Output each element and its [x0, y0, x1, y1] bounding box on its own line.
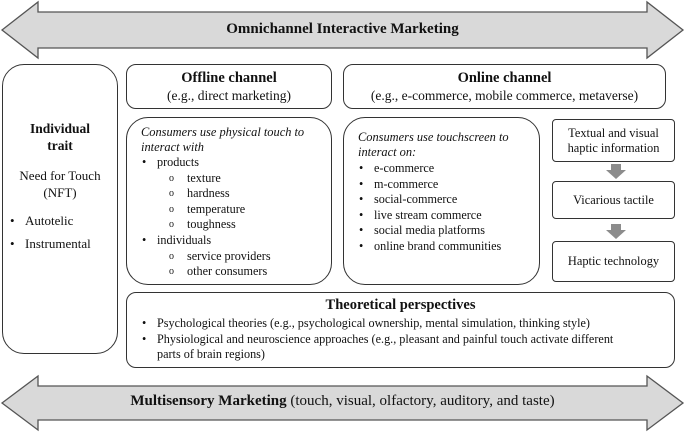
- theoretical-perspectives-box: Theoretical perspectives Psychological t…: [126, 292, 675, 368]
- top-arrow-label: Omnichannel Interactive Marketing: [226, 21, 459, 37]
- online-channel-body: Consumers use touchscreen to interact on…: [343, 117, 540, 285]
- offline-group-individuals: individuals: [139, 233, 331, 249]
- offline-intro-line1: Consumers use physical touch to: [141, 125, 305, 139]
- offline-intro-line2: interact with: [141, 140, 204, 154]
- trait-item: Instrumental: [7, 232, 117, 255]
- online-subtitle: (e.g., e-commerce, mobile commerce, meta…: [370, 88, 639, 103]
- bottom-arrow-label-bold: Multisensory Marketing: [130, 393, 287, 409]
- offline-subitem: service providers: [139, 249, 331, 265]
- haptic-info-line2: haptic information: [567, 141, 660, 155]
- online-item: e-commerce: [356, 161, 539, 177]
- theory-item: Physiological and neuroscience approache…: [139, 332, 674, 363]
- theory-item: Psychological theories (e.g., psychologi…: [139, 316, 674, 332]
- offline-subitem: toughness: [139, 217, 331, 233]
- offline-subitem: temperature: [139, 202, 331, 218]
- nft-line1: Need for Touch: [19, 168, 101, 183]
- online-item: online brand communities: [356, 239, 539, 255]
- online-intro-line1: Consumers use touchscreen to: [358, 130, 509, 144]
- offline-subitem: texture: [139, 171, 331, 187]
- trait-item: Autotelic: [7, 209, 117, 232]
- offline-channel-body: Consumers use physical touch to interact…: [126, 117, 332, 285]
- down-arrow-icon: [606, 164, 626, 179]
- bottom-arrow-label-rest: (touch, visual, olfactory, auditory, and…: [286, 393, 555, 409]
- vicarious-tactile-box: Vicarious tactile: [552, 181, 675, 219]
- individual-title-line1: Individual: [29, 121, 91, 136]
- bottom-arrow-label: Multisensory Marketing (touch, visual, o…: [0, 393, 685, 410]
- individual-title-line2: trait: [47, 138, 73, 153]
- online-item: live stream commerce: [356, 208, 539, 224]
- online-title: Online channel: [457, 70, 552, 86]
- bottom-double-arrow: [0, 374, 685, 432]
- offline-group-products: products: [139, 155, 331, 171]
- online-channel-header: Online channel (e.g., e-commerce, mobile…: [343, 64, 666, 109]
- online-item: m-commerce: [356, 177, 539, 193]
- theory-title: Theoretical perspectives: [325, 297, 476, 313]
- theory-item2-line2: parts of brain regions): [157, 347, 265, 362]
- individual-trait-box: Individual trait Need for Touch (NFT) Au…: [2, 64, 118, 354]
- offline-subitem: other consumers: [139, 264, 331, 280]
- offline-channel-header: Offline channel (e.g., direct marketing): [126, 64, 332, 109]
- online-item: social-commerce: [356, 192, 539, 208]
- vicarious-tactile-label: Vicarious tactile: [573, 193, 654, 207]
- offline-subtitle: (e.g., direct marketing): [166, 88, 292, 103]
- offline-subitem: hardness: [139, 186, 331, 202]
- haptic-info-line1: Textual and visual: [568, 126, 659, 140]
- theory-item2-line1: Physiological and neuroscience approache…: [157, 331, 614, 346]
- top-double-arrow: [0, 0, 685, 60]
- offline-title: Offline channel: [181, 70, 277, 86]
- online-intro-line2: interact on:: [358, 145, 417, 159]
- haptic-technology-box: Haptic technology: [552, 241, 675, 282]
- nft-line2: (NFT): [43, 185, 77, 200]
- haptic-technology-label: Haptic technology: [567, 254, 660, 268]
- online-item: social media platforms: [356, 223, 539, 239]
- down-arrow-icon: [606, 224, 626, 239]
- haptic-info-box: Textual and visual haptic information: [552, 119, 675, 162]
